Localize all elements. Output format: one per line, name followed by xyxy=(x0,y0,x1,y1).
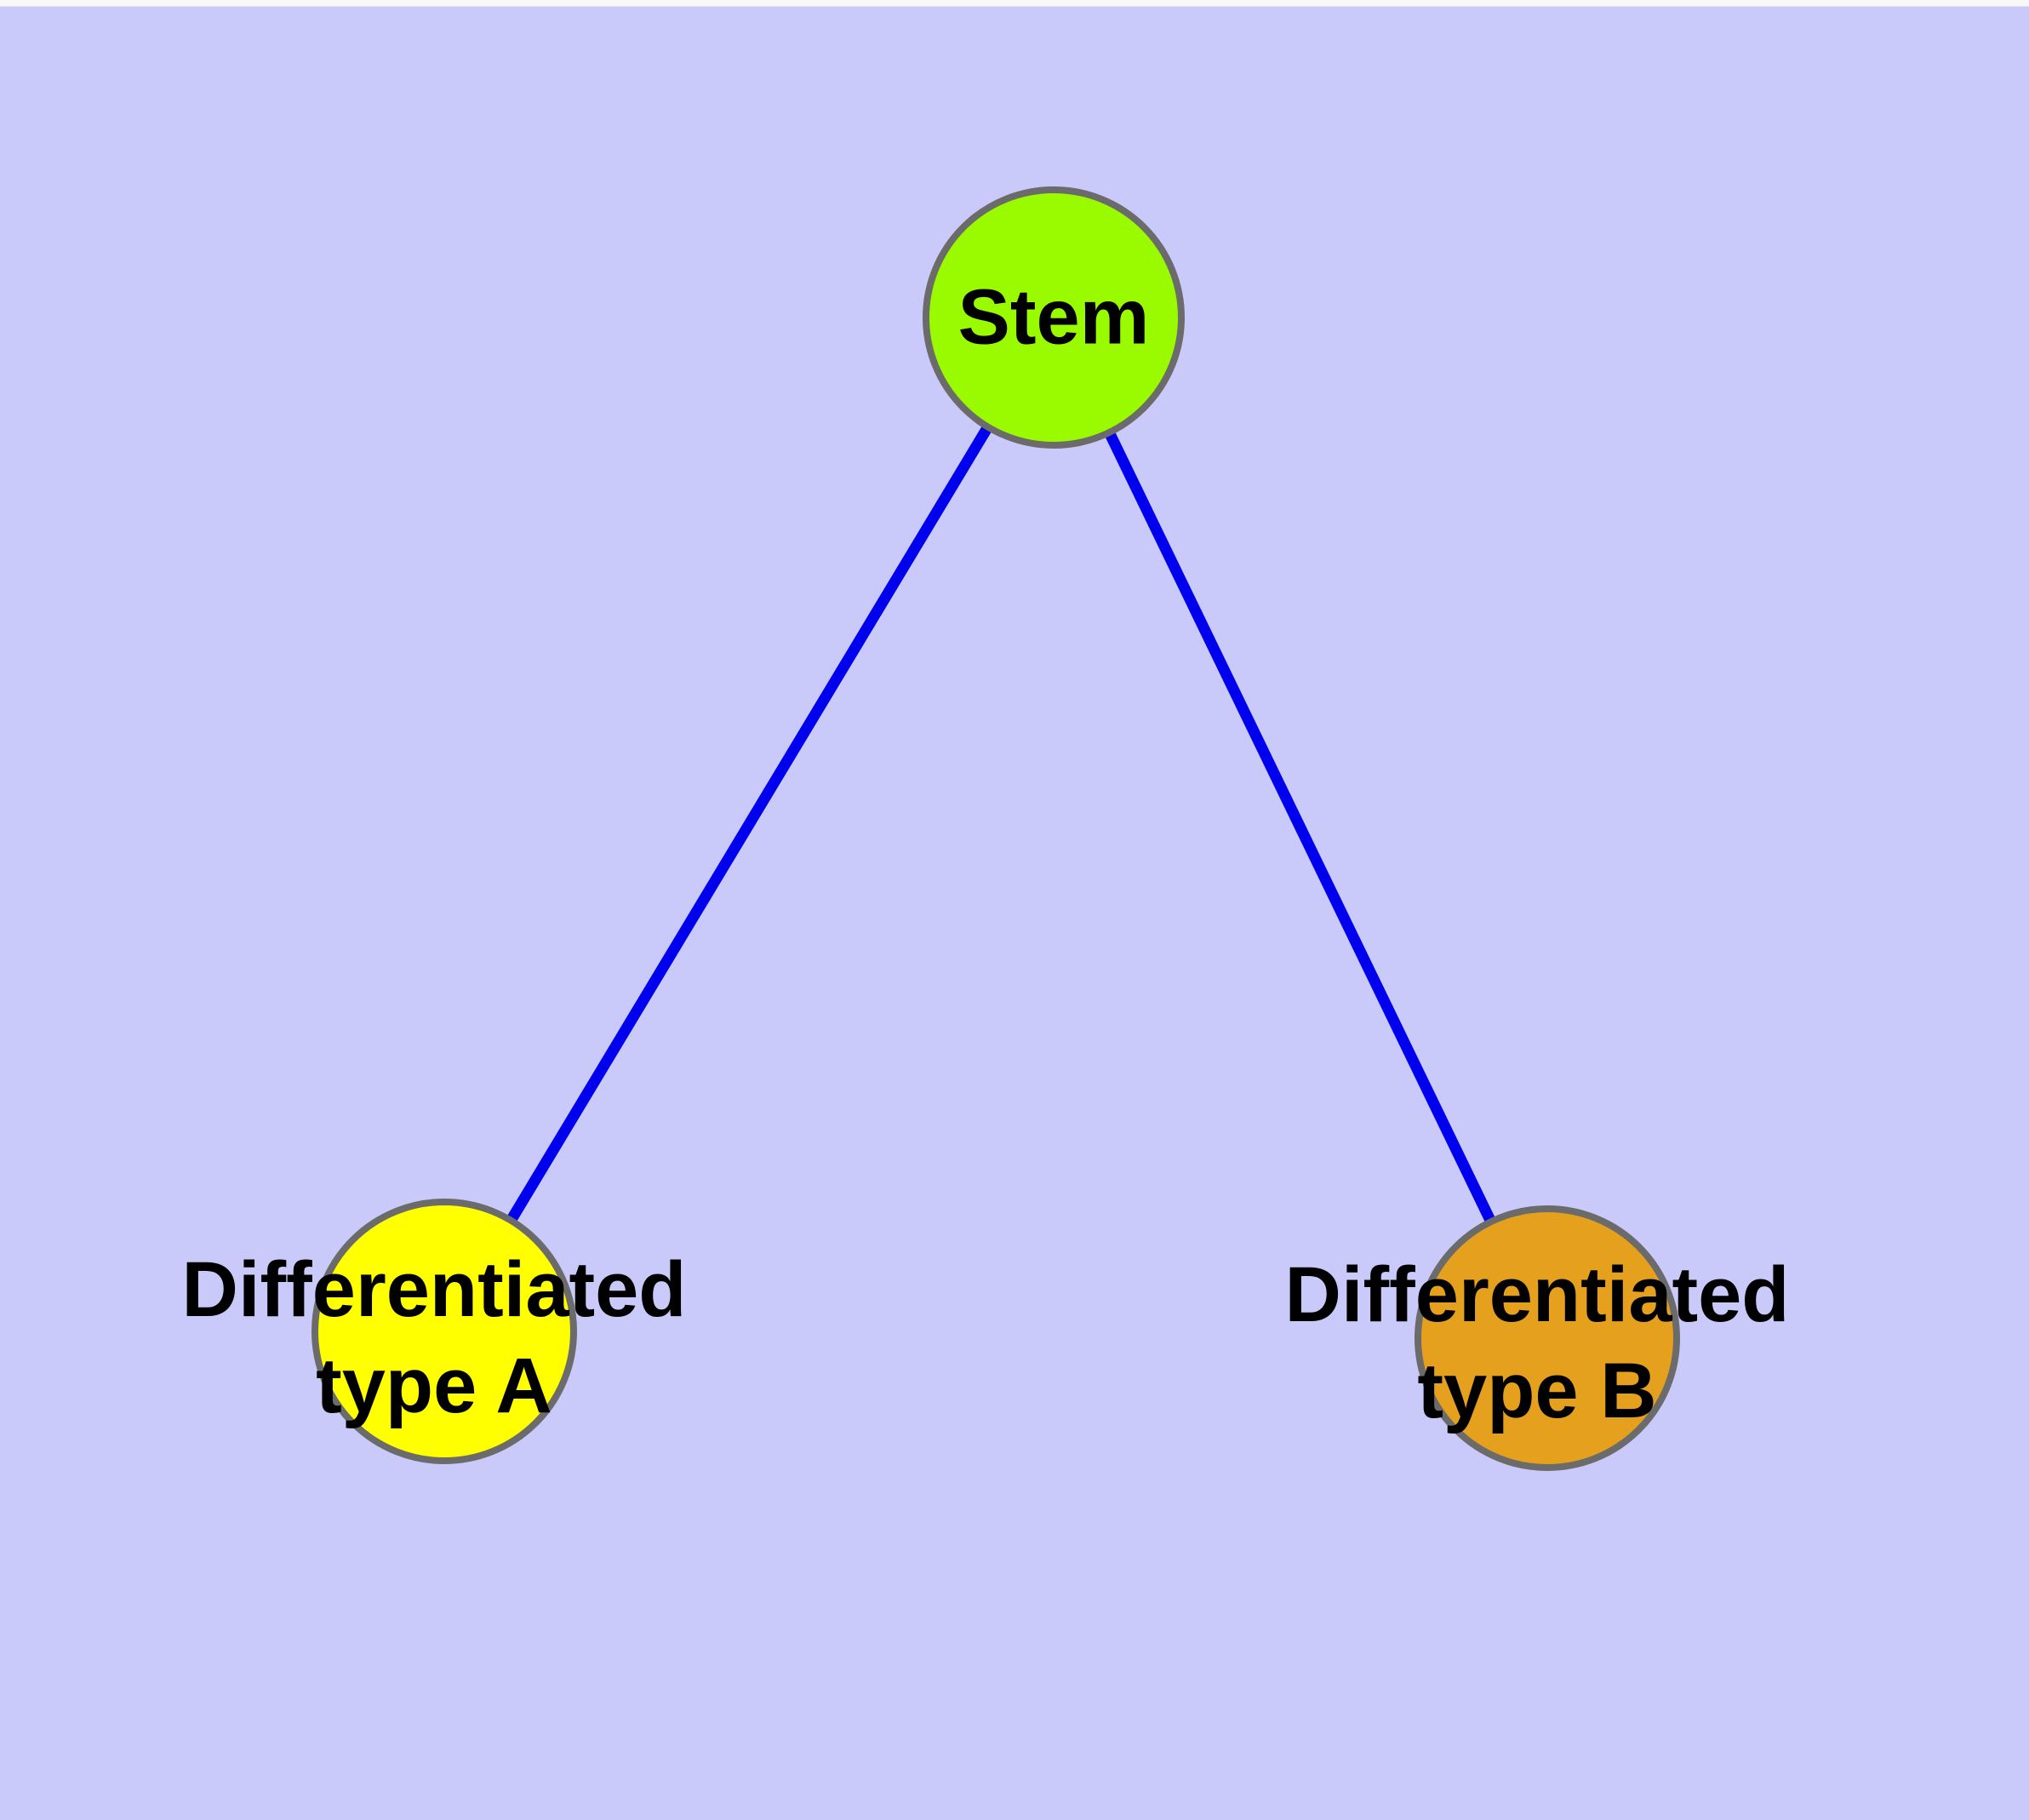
top-border-strip xyxy=(0,0,2029,7)
node-differentiated-type-a[interactable] xyxy=(311,1199,577,1464)
node-label-differentiated-type-a: Differentiated type A xyxy=(181,1246,687,1429)
edge-stem-to-type-b xyxy=(1049,315,1552,1341)
node-stem[interactable] xyxy=(923,186,1185,449)
edge-stem-to-type-a xyxy=(439,314,1059,1335)
node-label-differentiated-type-b: Differentiated type B xyxy=(1284,1251,1790,1434)
node-label-stem: Stem xyxy=(957,273,1150,361)
node-differentiated-type-b[interactable] xyxy=(1415,1205,1680,1471)
